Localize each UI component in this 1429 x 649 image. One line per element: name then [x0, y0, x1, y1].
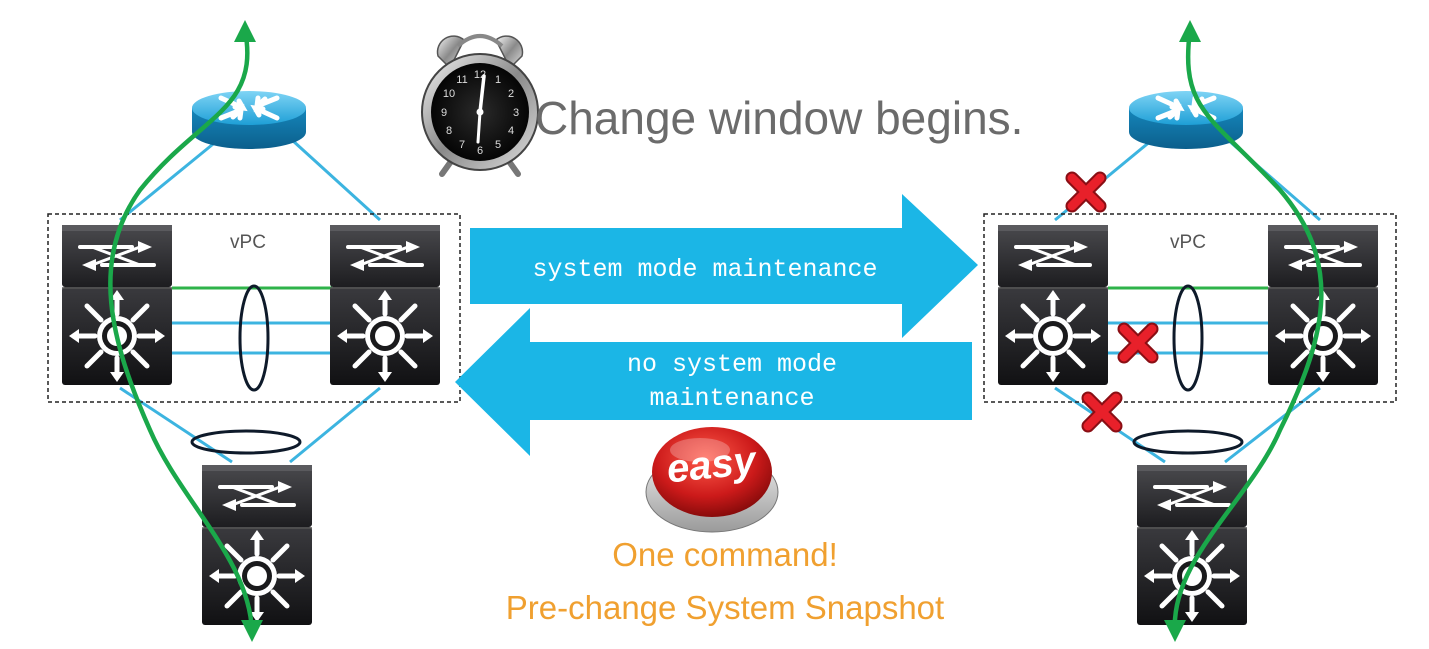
right-traffic-path — [1172, 27, 1324, 635]
left-vpc-switch-b-icon — [330, 225, 440, 385]
svg-text:11: 11 — [456, 74, 467, 86]
enter-maintenance-arrow — [470, 194, 978, 338]
svg-text:2: 2 — [508, 88, 514, 100]
enter-maintenance-command: system mode maintenance — [532, 255, 877, 284]
tagline-one-command: One command! — [612, 536, 838, 573]
clock-icon: 12 3 6 9 1 2 4 5 7 8 10 11 — [421, 34, 539, 177]
headline: Change window begins. — [535, 92, 1023, 144]
svg-text:3: 3 — [513, 107, 519, 119]
svg-text:7: 7 — [459, 139, 465, 151]
tagline-snapshot: Pre-change System Snapshot — [506, 589, 944, 626]
right-router-icon — [1129, 91, 1243, 149]
exit-maintenance-command-line1: no system mode — [627, 350, 837, 379]
left-topology: vPC — [47, 20, 461, 642]
left-traffic-arrow-top — [234, 20, 256, 42]
right-downlink-bundle — [1132, 429, 1244, 455]
svg-text:4: 4 — [508, 125, 514, 137]
easy-button-label: easy — [665, 438, 760, 491]
left-traffic-arrow-bottom — [241, 620, 263, 642]
right-vpc-switch-a-icon — [998, 225, 1108, 385]
left-vpc-peer-link-bundle — [238, 284, 270, 392]
fault-x-icon — [1072, 178, 1100, 206]
exit-maintenance-arrow — [455, 308, 972, 456]
right-access-switch-icon — [1137, 465, 1247, 625]
svg-text:9: 9 — [441, 107, 447, 119]
easy-button-icon: easy — [645, 427, 779, 533]
left-vpc-domain-box — [47, 213, 461, 403]
right-traffic-arrow-top — [1179, 20, 1201, 42]
right-topology: vPC — [983, 20, 1397, 642]
svg-text:8: 8 — [446, 125, 452, 137]
right-vpc-domain-box — [983, 213, 1397, 403]
right-traffic-arrow-bottom — [1164, 620, 1186, 642]
svg-text:6: 6 — [477, 145, 483, 157]
left-downlink-bundle — [190, 429, 302, 455]
left-vpc-switch-a-icon — [62, 225, 172, 385]
right-vpc-peer-link-bundle — [1172, 284, 1204, 392]
exit-maintenance-command-line2: maintenance — [649, 384, 814, 413]
right-vpc-label: vPC — [1170, 232, 1206, 253]
svg-text:10: 10 — [443, 88, 455, 100]
left-traffic-path — [108, 27, 255, 635]
svg-text:1: 1 — [495, 74, 501, 86]
left-vpc-label: vPC — [230, 232, 266, 253]
svg-text:5: 5 — [495, 139, 501, 151]
